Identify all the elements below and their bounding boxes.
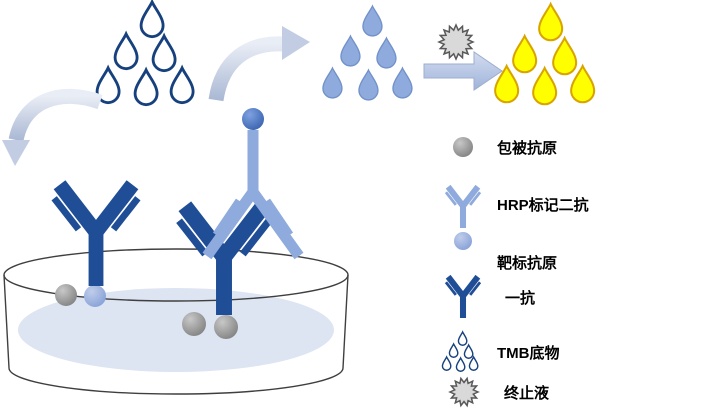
tmb-droplets-light [322, 5, 413, 101]
legend-stop-solution-icon [448, 376, 480, 408]
legend-tmb-droplets-icon [441, 331, 479, 372]
legend-primary-antibody-icon [446, 277, 480, 318]
legend-label-target-antigen: 靶标抗原 [497, 254, 557, 272]
legend-hrp-antibody-icon [446, 187, 480, 228]
sandwich-complex-center [179, 108, 304, 339]
legend: 包被抗原 HRP标记二抗 靶标抗原 一抗 TMB底物 终止液 [441, 137, 589, 408]
legend-label-primary-antibody: 一抗 [505, 289, 535, 307]
target-antigen-sphere [84, 285, 106, 307]
secondary-antibody-hrp [202, 130, 304, 260]
coated-antigen-sphere [182, 312, 206, 336]
curved-arrow-top [208, 26, 310, 102]
legend-label-hrp-secondary: HRP标记二抗 [497, 196, 589, 214]
legend-target-antigen-icon [454, 232, 472, 250]
reaction-arrow [423, 51, 503, 91]
legend-gray-sphere-icon [453, 137, 473, 157]
colored-product-droplets [494, 2, 596, 106]
arrowhead-icon [2, 140, 30, 166]
antibody-antigen-left [54, 185, 138, 307]
legend-label-coated-antigen: 包被抗原 [497, 139, 557, 157]
well-liquid [18, 288, 334, 372]
coated-antigen-sphere [214, 315, 238, 339]
microplate-well [3, 248, 349, 395]
hrp-enzyme-ball [242, 108, 264, 130]
legend-label-tmb-substrate: TMB底物 [497, 344, 560, 362]
primary-antibody-left [54, 185, 138, 286]
well-rim [3, 248, 349, 302]
stop-solution-burst-icon [437, 23, 475, 61]
arrowhead-icon [282, 26, 310, 60]
coated-antigen-sphere [55, 284, 77, 306]
curved-arrow-left [2, 88, 103, 166]
tmb-droplets-dark [95, 0, 195, 107]
legend-label-stop-solution: 终止液 [504, 384, 550, 402]
